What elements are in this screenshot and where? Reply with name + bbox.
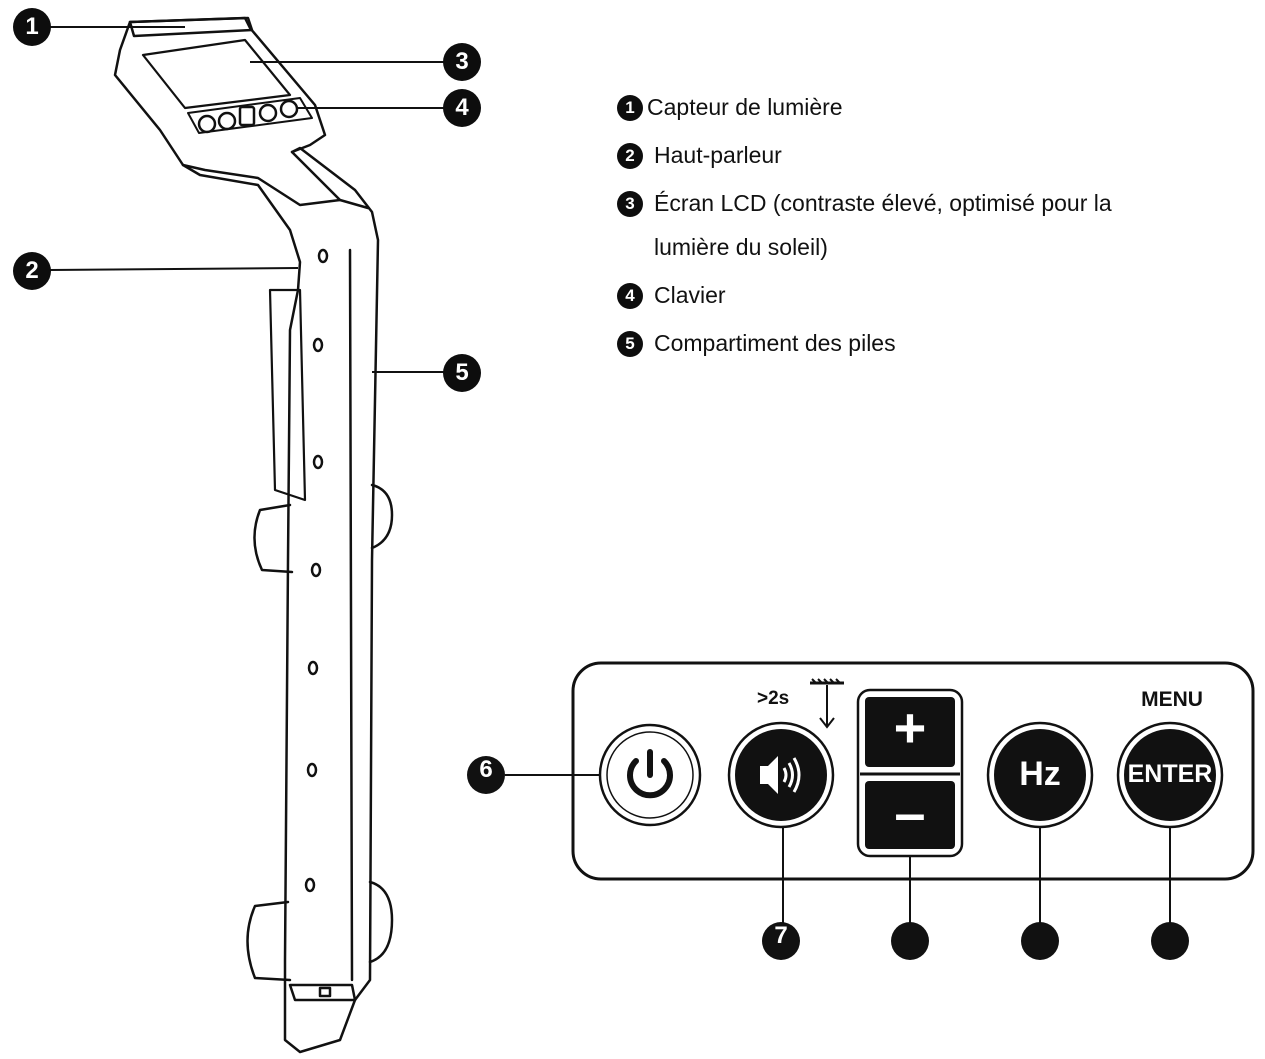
- enter-key-label[interactable]: ENTER: [1127, 760, 1213, 788]
- legend-item-3: 3 Écran LCD (contraste élevé, optimisé p…: [617, 185, 1217, 277]
- menu-label: MENU: [1141, 688, 1203, 711]
- legend-badge: 4: [617, 283, 643, 309]
- device-knob-upper: [253, 503, 294, 574]
- power-key-hit[interactable]: [600, 725, 700, 825]
- legend-text: Capteur de lumière: [647, 94, 843, 120]
- legend-item-1: 1 Capteur de lumière: [617, 89, 1217, 137]
- device-screen: [141, 38, 292, 110]
- callout-4: 4: [443, 89, 481, 127]
- callout-6-label: 6: [479, 756, 493, 783]
- legend: 1 Capteur de lumière 2 Haut-parleur 3 Éc…: [617, 89, 1217, 373]
- legend-text: Clavier: [654, 282, 726, 308]
- legend-badge: 5: [617, 331, 643, 357]
- plus-key[interactable]: +: [893, 696, 927, 759]
- legend-item-5: 5 Compartiment des piles: [617, 325, 1217, 373]
- legend-item-2: 2 Haut-parleur: [617, 137, 1217, 185]
- speaker-key-hit[interactable]: [729, 723, 833, 827]
- callout-1: 1: [13, 8, 51, 46]
- device-knob-lower: [246, 900, 292, 982]
- callout-5: 5: [443, 354, 481, 392]
- legend-text: Haut-parleur: [654, 142, 782, 168]
- device-head: [113, 16, 380, 1054]
- legend-badge: 3: [617, 191, 643, 217]
- device-keypad-area: [187, 97, 313, 134]
- hold-label: >2s: [757, 688, 790, 709]
- callout-7-label: 7: [774, 922, 788, 949]
- legend-badge: 2: [617, 143, 643, 169]
- legend-badge: 1: [617, 95, 643, 121]
- legend-text: Compartiment des piles: [654, 330, 896, 356]
- hz-key-label[interactable]: Hz: [1019, 755, 1061, 793]
- legend-item-4: 4 Clavier: [617, 277, 1217, 325]
- minus-key[interactable]: –: [894, 781, 926, 844]
- device-grip-window: [268, 288, 307, 502]
- callout-2: 2: [13, 252, 51, 290]
- callout-3: 3: [443, 43, 481, 81]
- legend-text: Écran LCD (contraste élevé, optimisé pou…: [654, 190, 1112, 260]
